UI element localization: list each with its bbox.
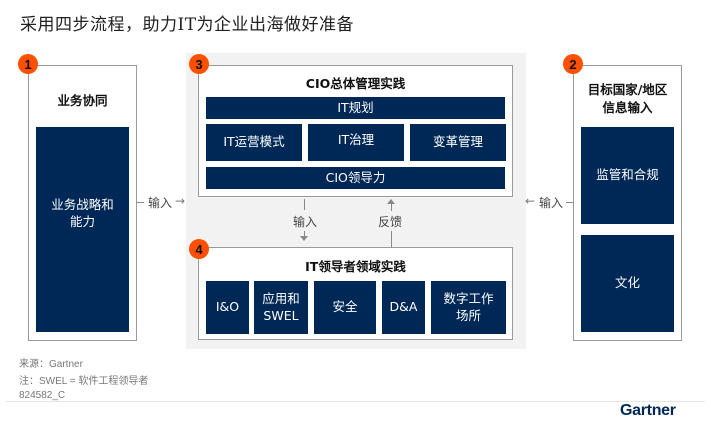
right-input-label: 输入 (539, 196, 564, 210)
arrow-up-icon (387, 199, 395, 204)
step4-box-io: I&O (206, 281, 249, 334)
step2-badge: 2 (563, 54, 583, 74)
up-feedback-line-top (391, 203, 392, 211)
step1-badge: 1 (18, 54, 38, 74)
source-note: 来源：Gartner (19, 359, 83, 370)
step3-bottom-box: CIO领导力 (206, 167, 505, 189)
gartner-logo: Gartner (620, 402, 676, 419)
arrow-left-icon: ← (525, 194, 536, 208)
step1-box: 业务战略和能力 (36, 127, 129, 332)
step3-top-box: IT规划 (206, 97, 505, 119)
right-input-line (566, 202, 574, 203)
step4-box-da: D&A (382, 281, 425, 334)
down-input-line-top (304, 199, 305, 210)
up-feedback-label: 反馈 (378, 215, 403, 229)
step3-header: CIO总体管理实践 (305, 76, 406, 91)
arrow-right-icon: → (175, 194, 186, 208)
step4-box-apps-swel: 应用和SWEL (254, 281, 308, 334)
step3-badge: 3 (189, 54, 209, 74)
step3-middle-box-2: IT治理 (308, 124, 404, 161)
step2-header: 目标国家/地区信息输入 (587, 82, 668, 115)
figure-id: 824582_C (19, 390, 66, 401)
swel-note: 注：SWEL = 软件工程领导者 (19, 376, 149, 387)
down-input-label: 输入 (293, 215, 318, 229)
step4-badge: 4 (189, 239, 209, 259)
up-feedback-line-bottom (391, 231, 392, 247)
step4-box-digital-workplace: 数字工作场所 (431, 281, 506, 334)
left-input-label: 输入 (148, 196, 173, 210)
step2-box-culture: 文化 (581, 235, 674, 332)
footer-divider (6, 401, 705, 402)
step4-box-security: 安全 (314, 281, 376, 334)
arrow-down-icon (300, 236, 308, 241)
step4-header: IT领导者领域实践 (305, 259, 406, 274)
step3-middle-box-3: 变革管理 (410, 124, 506, 161)
step1-header: 业务协同 (57, 93, 108, 108)
page-title: 采用四步流程，助力IT为企业出海做好准备 (20, 15, 355, 35)
step2-box-regulation: 监管和合规 (581, 127, 674, 224)
left-input-line (137, 202, 144, 203)
step3-panel: CIO总体管理实践 IT规划 IT运营模式 IT治理 变革管理 CIO领导力 (198, 65, 513, 197)
step2-panel: 目标国家/地区信息输入 监管和合规 文化 (573, 65, 682, 341)
down-input-line-bottom (304, 231, 305, 239)
step1-box-label: 业务战略和能力 (51, 197, 114, 229)
step4-panel: IT领导者领域实践 I&O 应用和SWEL 安全 D&A 数字工作场所 (198, 247, 513, 340)
step1-panel: 业务协同 业务战略和能力 (28, 65, 137, 341)
step3-middle-box-1: IT运营模式 (206, 124, 302, 161)
